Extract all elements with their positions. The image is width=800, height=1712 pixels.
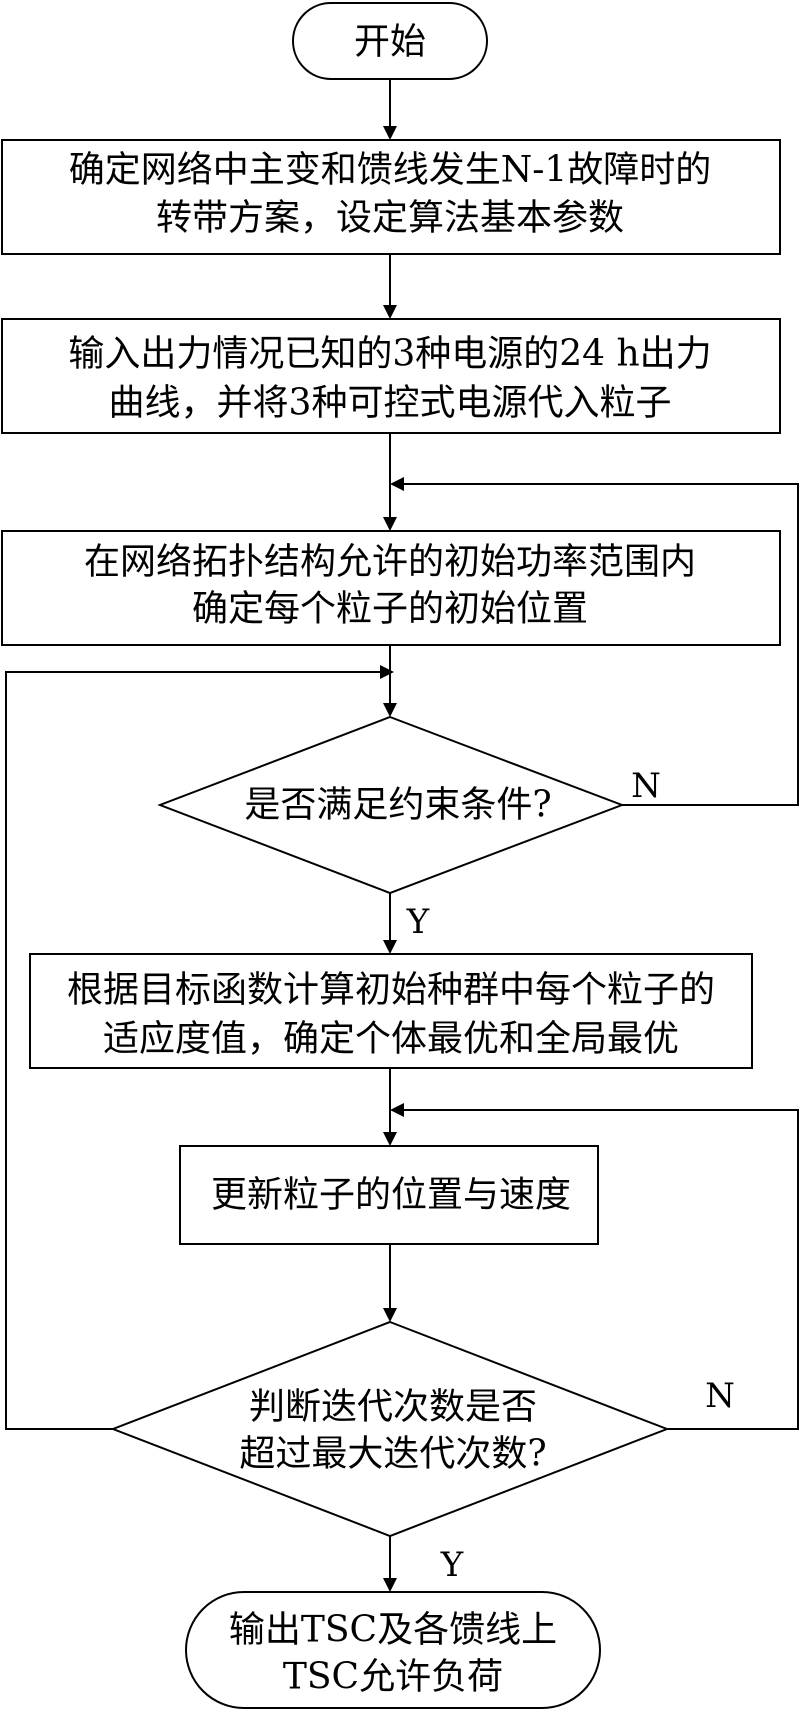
- decision2-yes-label: Y: [440, 1545, 464, 1585]
- start-label: 开始: [354, 22, 426, 63]
- decision1-yes-label: Y: [406, 902, 430, 942]
- decision2-line2: 超过最大迭代次数?: [239, 1434, 546, 1475]
- step4-box: [29, 953, 753, 1069]
- decision1-label: 是否满足约束条件?: [244, 785, 551, 826]
- step3-line1: 在网络拓扑结构允许的初始功率范围内: [84, 542, 696, 583]
- decision2-no-label: N: [705, 1376, 735, 1416]
- step2-line2: 曲线，并将3种可控式电源代入粒子: [109, 383, 672, 424]
- end-line1: 输出TSC及各馈线上: [229, 1610, 557, 1651]
- decision2-line1: 判断迭代次数是否: [249, 1387, 537, 1428]
- step1-box: [1, 139, 781, 255]
- decision2-diamond: [110, 1320, 670, 1538]
- end-node: [185, 1591, 601, 1709]
- step4-line2: 适应度值，确定个体最优和全局最优: [103, 1019, 679, 1060]
- step3-line2: 确定每个粒子的初始位置: [192, 589, 588, 630]
- loop-decision2-to-decision1: [5, 665, 394, 1430]
- step1-line2: 转带方案，设定算法基本参数: [156, 198, 624, 239]
- step5-label: 更新粒子的位置与速度: [211, 1175, 571, 1216]
- end-line2: TSC允许负荷: [283, 1657, 503, 1698]
- step2-line1: 输入出力情况已知的3种电源的24 h出力: [68, 334, 711, 375]
- step1-line1: 确定网络中主变和馈线发生N-1故障时的: [69, 150, 712, 191]
- decision1-no-label: N: [631, 766, 661, 806]
- loop-decision2-no: [390, 1103, 799, 1430]
- step3-box: [1, 530, 781, 646]
- loop-decision1-no: [390, 477, 799, 806]
- step4-line1: 根据目标函数计算初始种群中每个粒子的: [67, 970, 715, 1011]
